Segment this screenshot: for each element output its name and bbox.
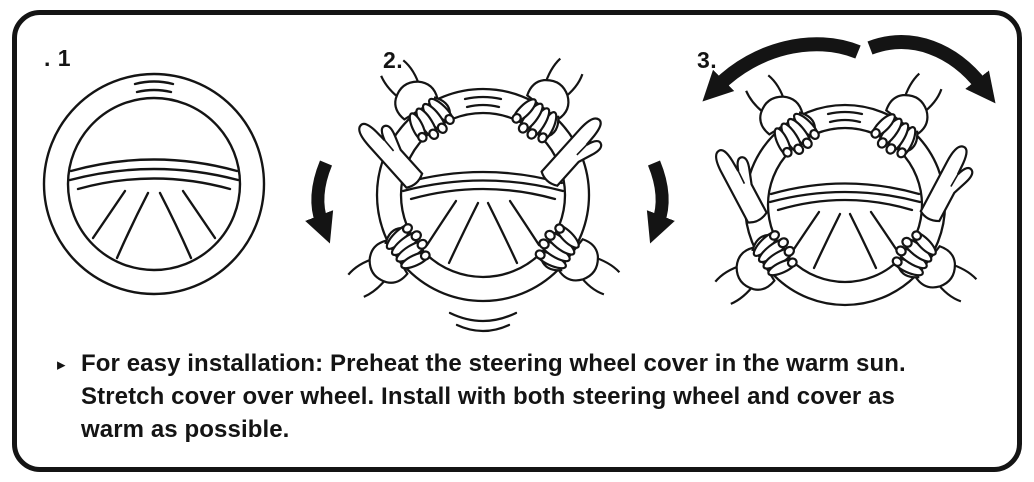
open-palm-left-icon: [710, 140, 776, 227]
grip-hand-upper-right-icon: [864, 68, 951, 164]
instruction-text: For easy installation: Preheat the steer…: [81, 347, 906, 446]
steering-wheel-hands-pull-down-illustration: [305, 55, 675, 333]
step-2-label: 2.: [383, 47, 404, 73]
step-3-label: 3.: [697, 47, 718, 73]
grip-hand-lower-right-icon: [886, 224, 982, 311]
step-1-label: . 1: [44, 45, 72, 71]
grip-hand-lower-left-icon: [341, 217, 437, 304]
instruction-line: For easy installation: Preheat the steer…: [81, 350, 906, 377]
triangle-bullet-icon: ▸: [57, 355, 66, 374]
instruction-line: warm as possible.: [81, 416, 290, 443]
grip-hand-lower-right-icon: [529, 217, 625, 304]
grip-hand-lower-left-icon: [708, 224, 804, 311]
down-arrow-left-icon: [305, 160, 334, 244]
installation-instructions: ▸ For easy installation: Preheat the ste…: [57, 347, 906, 446]
open-palm-right-icon: [918, 142, 983, 229]
instruction-line: Stretch cover over wheel. Install with b…: [81, 383, 896, 410]
steering-wheel-plain-illustration: [42, 72, 266, 296]
steering-wheel-hands-stretch-illustration: [702, 35, 996, 311]
curved-arrow-right-icon: [867, 35, 996, 104]
grip-hand-upper-left-icon: [739, 68, 826, 164]
instruction-panel: . 1 2.: [12, 10, 1022, 472]
down-arrow-right-icon: [646, 160, 675, 244]
curved-arrow-left-icon: [702, 37, 861, 102]
